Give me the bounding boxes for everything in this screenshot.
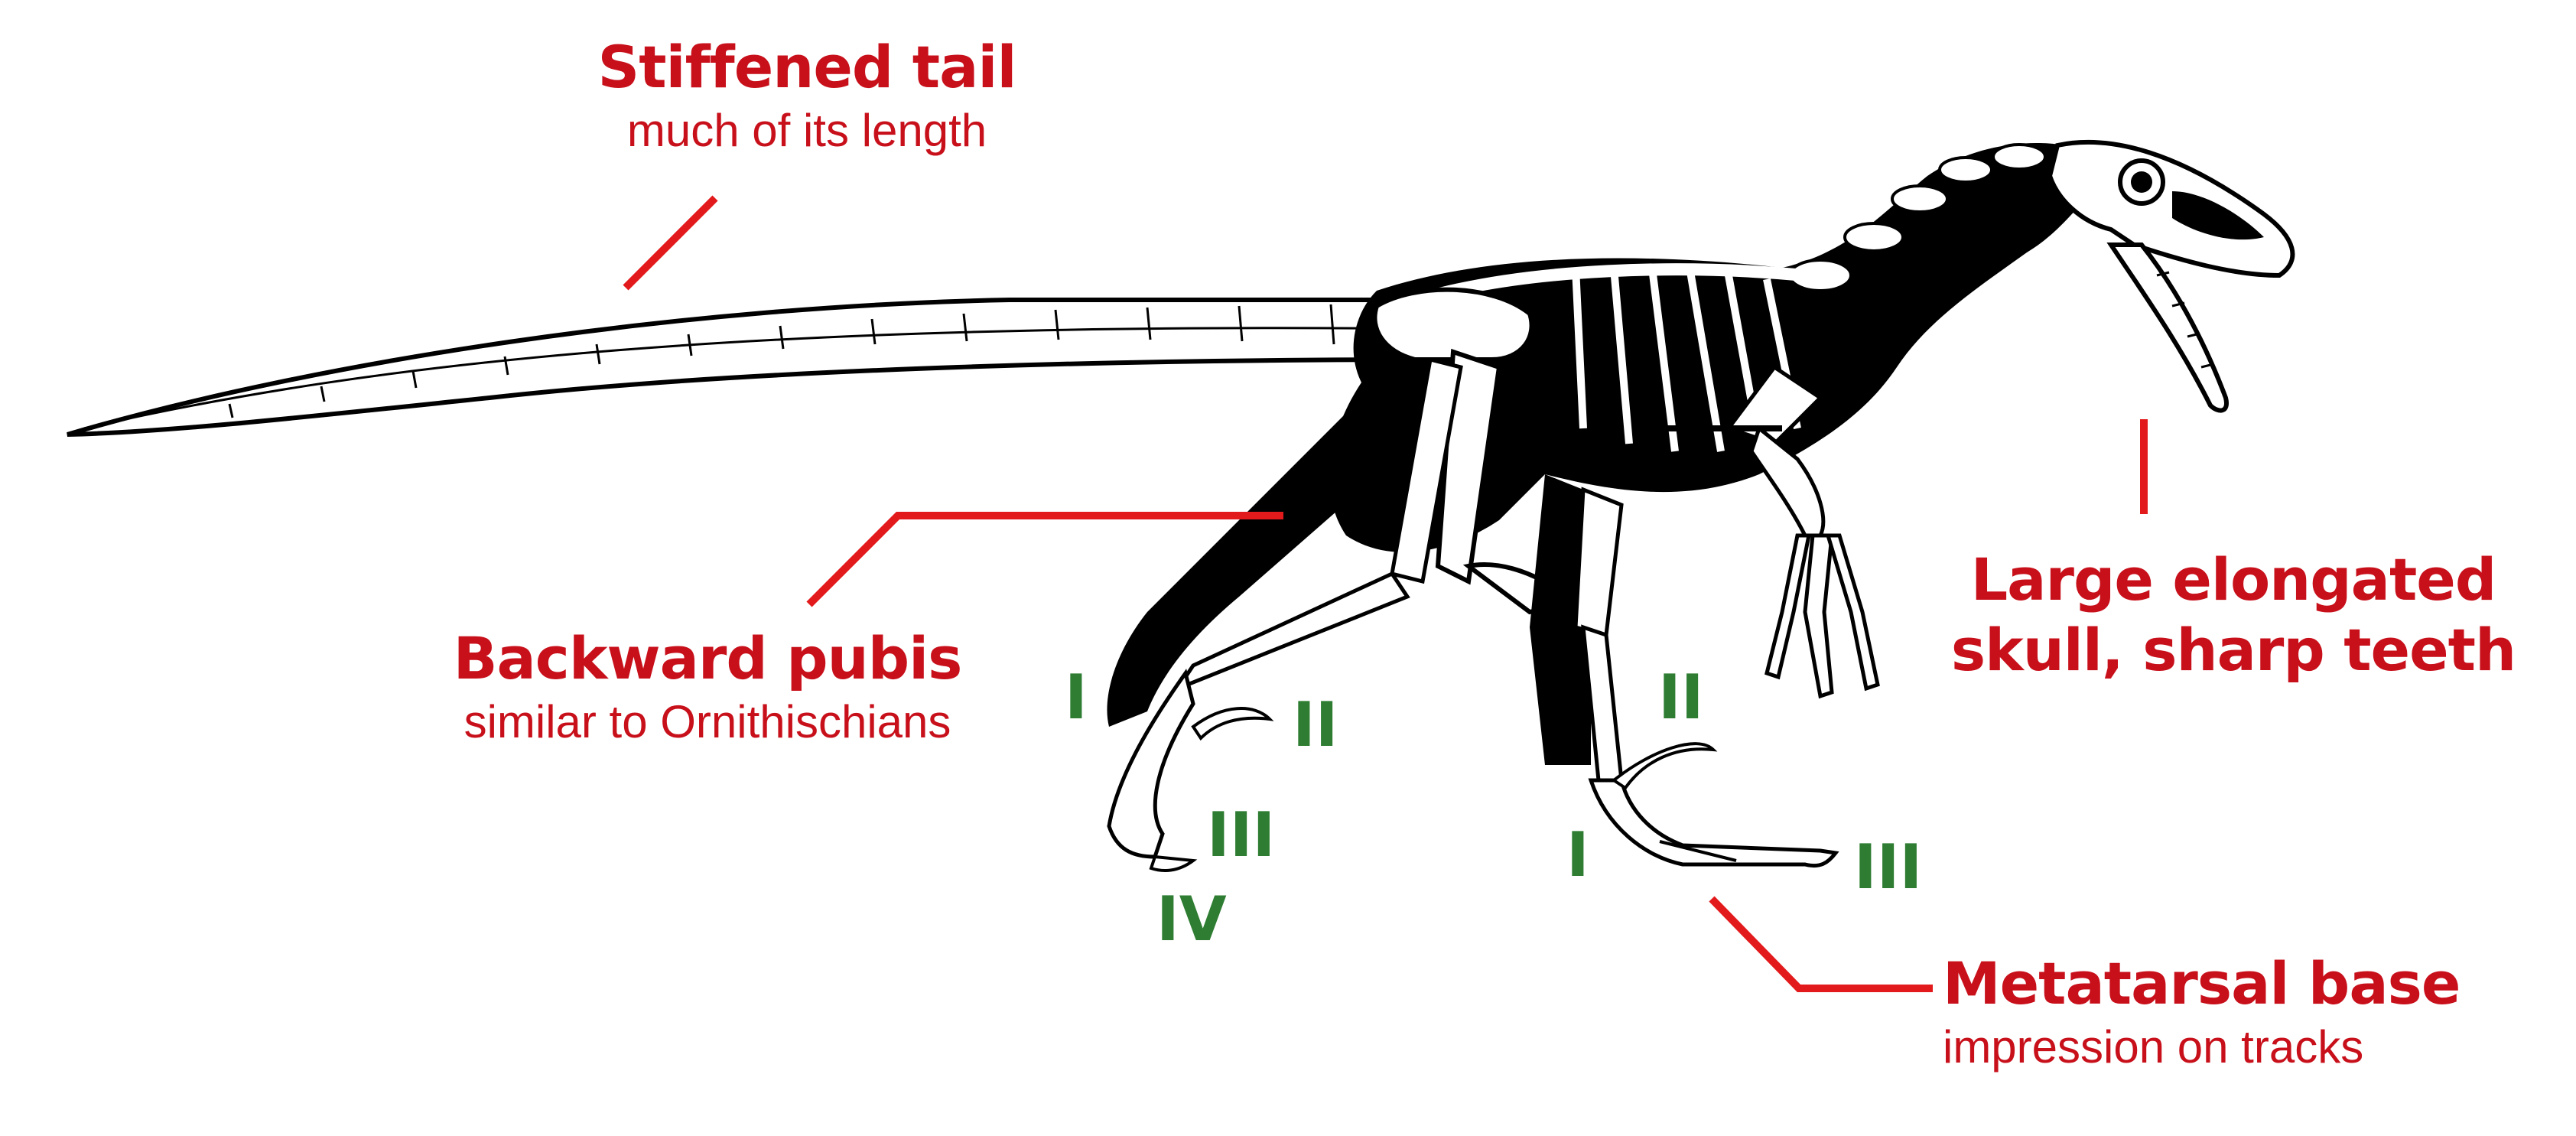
- body-silhouette: [1329, 142, 2111, 552]
- digit-right-II: II: [1658, 662, 1704, 733]
- annotation-metatarsal: Metatarsal base impression on tracks: [1943, 949, 2524, 1076]
- annotation-metatarsal-title: Metatarsal base: [1943, 949, 2461, 1017]
- annotation-tail: Stiffened tail much of its length: [577, 32, 1036, 159]
- skull: [2047, 139, 2295, 413]
- annotation-skull-line2: skull, sharp teeth: [1950, 616, 2516, 684]
- annotation-pubis-title: Backward pubis: [453, 624, 963, 692]
- digit-left-III: III: [1207, 799, 1276, 871]
- tail: [67, 298, 1440, 437]
- annotation-metatarsal-subtitle: impression on tracks: [1943, 1021, 2364, 1073]
- leader-metatarsal: [1709, 896, 1933, 992]
- digit-left-II: II: [1293, 689, 1338, 760]
- annotation-skull: Large elongated skull, sharp teeth: [1927, 545, 2539, 685]
- digit-right-III: III: [1854, 832, 1923, 903]
- annotation-tail-title: Stiffened tail: [597, 33, 1016, 101]
- leader-pubis: [806, 512, 1283, 607]
- annotation-tail-subtitle: much of its length: [626, 105, 987, 156]
- leader-tail: [623, 195, 718, 291]
- neck-vertebrae: [1788, 143, 2047, 292]
- annotation-leaders: [623, 195, 2148, 992]
- annotation-pubis-subtitle: similar to Ornithischians: [463, 696, 951, 747]
- digit-left-IV: IV: [1156, 884, 1227, 955]
- digit-left-I: I: [1065, 662, 1088, 733]
- annotation-skull-line1: Large elongated: [1970, 545, 2496, 614]
- hindlimb-right: [1530, 474, 1839, 868]
- digit-right-I: I: [1566, 819, 1589, 890]
- annotation-pubis: Backward pubis similar to Ornithischians: [409, 623, 1006, 750]
- hindlimb-left: [1107, 356, 1463, 872]
- spine: [1420, 263, 1806, 304]
- forelimb: [1725, 364, 1880, 699]
